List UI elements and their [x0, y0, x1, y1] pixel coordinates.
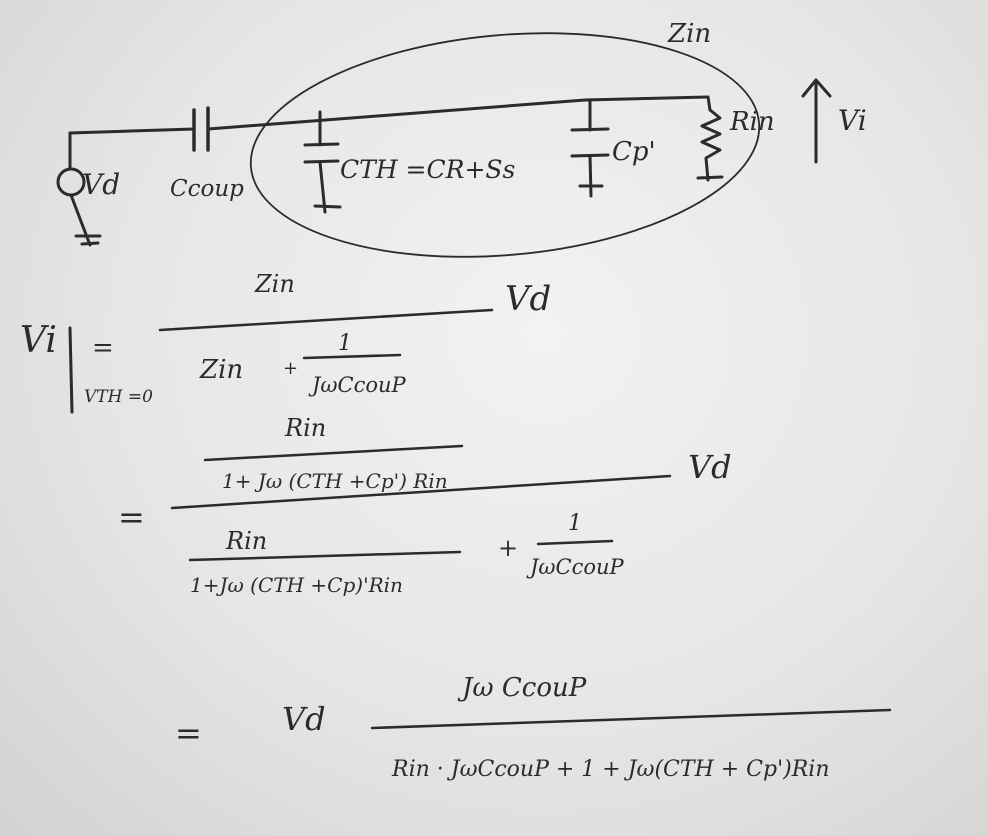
eq2-bot-den: 1+Jω (CTH +Cp)'Rin — [190, 573, 403, 597]
eq2-top-den: 1+ Jω (CTH +Cp') Rin — [222, 469, 448, 493]
eq3-numerator: Jω CcouP — [457, 673, 587, 703]
equation-1: Vi = VTH =0 Zin Vd Zin + 1 JωCcouP — [20, 270, 551, 414]
eq3-fraction-bar — [370, 708, 892, 730]
vi-arrow-icon — [801, 78, 832, 164]
equals-sign-2: = — [118, 498, 145, 536]
equation-3: = Vd Jω CcouP Rin · JωCcouP + 1 + Jω(CTH… — [175, 673, 892, 782]
coupling-cap-label: Ccoup — [170, 176, 244, 202]
eq1-fraction-bar — [158, 308, 494, 332]
ground-icon — [69, 193, 102, 247]
eq1-den-term1: Zin — [199, 355, 243, 385]
cth-label: CTH =CR+Ss — [340, 155, 515, 184]
eq2-bot-num: Rin — [225, 527, 267, 555]
eq1-plus: + — [283, 358, 298, 379]
vi-symbol: Vi — [20, 320, 57, 361]
eq2-bot-inner-bar — [188, 550, 462, 562]
equation-2: = Rin 1+ Jω (CTH +Cp') Rin Vd Rin 1+Jω (… — [118, 414, 732, 597]
cth-capacitor-icon — [303, 110, 342, 214]
eq2-main-fraction-bar — [170, 474, 672, 510]
rin-resistor-icon — [696, 95, 724, 182]
eq3-denominator: Rin · JωCcouP + 1 + Jω(CTH + Cp')Rin — [391, 757, 830, 782]
eq2-bot-small-bar — [536, 539, 614, 546]
eq2-bot-frac-num: 1 — [568, 511, 582, 536]
eq1-frac-den: JωCcouP — [308, 373, 407, 397]
eq1-inner-fraction-bar — [302, 353, 402, 360]
eq1-multiplier: Vd — [505, 279, 551, 319]
eq1-numerator: Zin — [254, 270, 295, 298]
voltage-source-icon — [56, 167, 86, 197]
eq2-plus: + — [498, 534, 518, 562]
evaluation-bar — [68, 326, 74, 414]
zin-label: Zin — [667, 19, 711, 49]
coupling-capacitor-icon — [192, 106, 210, 152]
equals-sign-1: = — [92, 333, 114, 363]
equals-sign-3: = — [175, 714, 202, 752]
eq2-top-inner-bar — [203, 444, 464, 462]
circuit-main-wire — [68, 95, 710, 135]
eq1-frac-num: 1 — [338, 331, 352, 356]
rin-label: Rin — [729, 107, 775, 137]
cp-label: Cp' — [612, 137, 656, 167]
eq2-bot-frac-den: JωCcouP — [526, 555, 625, 579]
condition-label: VTH =0 — [84, 387, 153, 407]
eq2-top-num: Rin — [284, 414, 326, 442]
cp-capacitor-icon — [570, 98, 610, 198]
zin-boundary-ellipse — [249, 32, 761, 258]
vi-label: Vi — [838, 104, 867, 137]
eq2-multiplier: Vd — [688, 448, 732, 486]
eq3-multiplier: Vd — [282, 700, 326, 738]
source-label: Vd — [82, 168, 120, 201]
circuit-schematic: Vd Ccoup CTH =CR+Ss Cp' Rin Vi Zin — [56, 19, 867, 258]
